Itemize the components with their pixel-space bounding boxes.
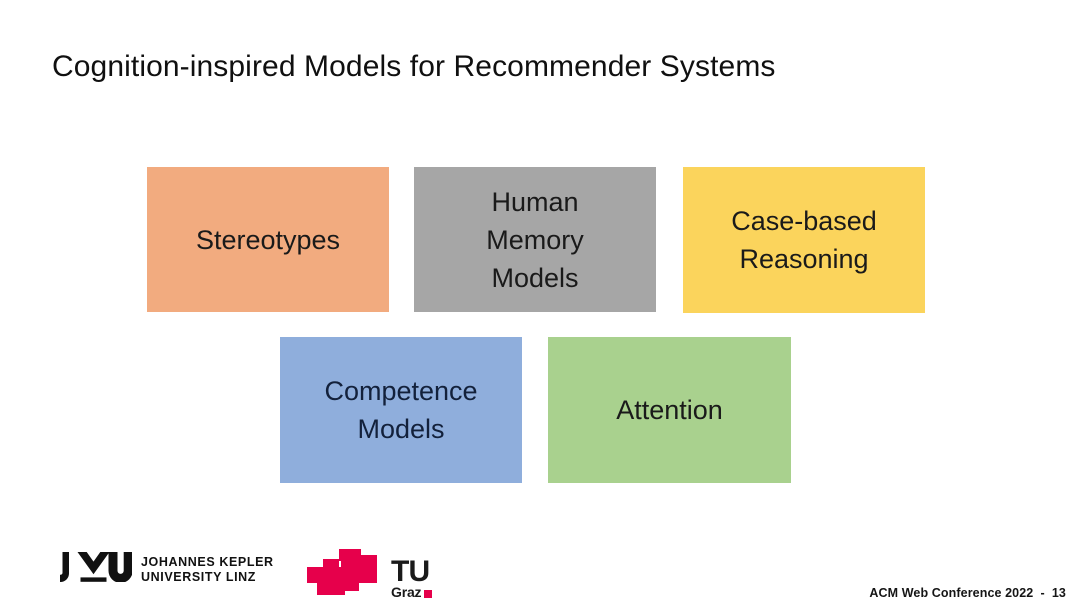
concept-box-case-based-reasoning: Case-based Reasoning xyxy=(683,167,925,313)
concept-box-label: Human Memory Models xyxy=(486,186,584,293)
jku-mark-icon xyxy=(60,552,133,587)
jku-wordmark-line2: UNIVERSITY LINZ xyxy=(141,569,257,584)
concept-box-stereotypes: Stereotypes xyxy=(147,167,389,312)
concept-box-label: Competence Models xyxy=(324,376,478,444)
concept-box-attention: Attention xyxy=(548,337,791,483)
tu-graz-logo: TU Graz xyxy=(307,549,433,600)
tu-graz-tu-text: TU xyxy=(391,555,430,588)
footer-conference-note: ACM Web Conference 2022 - 13 xyxy=(869,586,1066,600)
tu-graz-square-icon xyxy=(424,590,433,598)
concept-box-label: Case-based Reasoning xyxy=(731,206,877,274)
tu-graz-graz-text: Graz xyxy=(391,584,422,600)
concept-box-label: Stereotypes xyxy=(195,224,341,255)
concept-box-competence-models: Competence Models xyxy=(280,337,522,483)
tu-graz-cross-icon xyxy=(307,549,389,600)
page-title: Cognition-inspired Models for Recommende… xyxy=(52,50,776,83)
tu-graz-graz-row: Graz xyxy=(391,584,433,600)
jku-wordmark-line1: JOHANNES KEPLER xyxy=(141,555,274,569)
concept-box-label: Attention xyxy=(616,395,723,425)
concept-box-human-memory-models: Human Memory Models xyxy=(414,167,656,312)
tu-graz-wordmark: TU Graz xyxy=(391,555,433,600)
